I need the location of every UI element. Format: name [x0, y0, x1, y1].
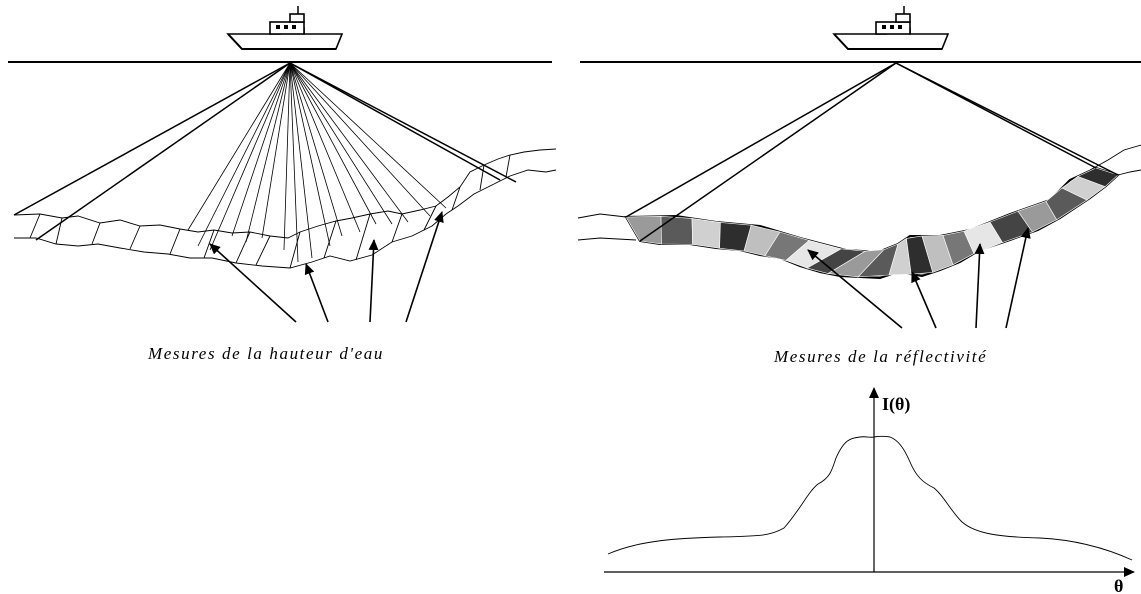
ship-left-icon	[226, 6, 344, 50]
sonar-beams-left	[13, 62, 517, 263]
right-panel-reflectivity: Mesures de la réflectivité	[577, 6, 1141, 366]
caption-arrows-right	[807, 227, 1031, 329]
caption-arrows-left	[209, 211, 444, 323]
reflectivity-cells	[625, 167, 1119, 278]
seafloor-upper-left	[13, 148, 557, 239]
caption-right: Mesures de la réflectivité	[773, 347, 987, 366]
ship-right-icon	[832, 6, 950, 50]
caption-left: Mesures de la hauteur d'eau	[147, 344, 384, 363]
seafloor-outer-right-right	[1089, 144, 1141, 171]
y-axis-label: I(θ)	[882, 394, 910, 415]
swath-hatching-left	[29, 154, 511, 269]
sonar-beams-right	[625, 62, 1119, 242]
seafloor-outer-right-right2	[1117, 169, 1141, 176]
left-panel-bathymetry: Mesures de la hauteur d'eau	[8, 6, 557, 363]
x-axis-label: θ	[1114, 576, 1123, 594]
seafloor-lower-left	[14, 169, 557, 269]
reflectivity-cell	[691, 218, 721, 249]
intensity-curve	[607, 435, 1133, 561]
backscatter-graph: I(θ) θ	[604, 387, 1135, 594]
reflectivity-cell	[660, 215, 693, 245]
seafloor-outer-left-right	[577, 213, 627, 219]
seafloor-outer-left-right2	[577, 237, 637, 241]
